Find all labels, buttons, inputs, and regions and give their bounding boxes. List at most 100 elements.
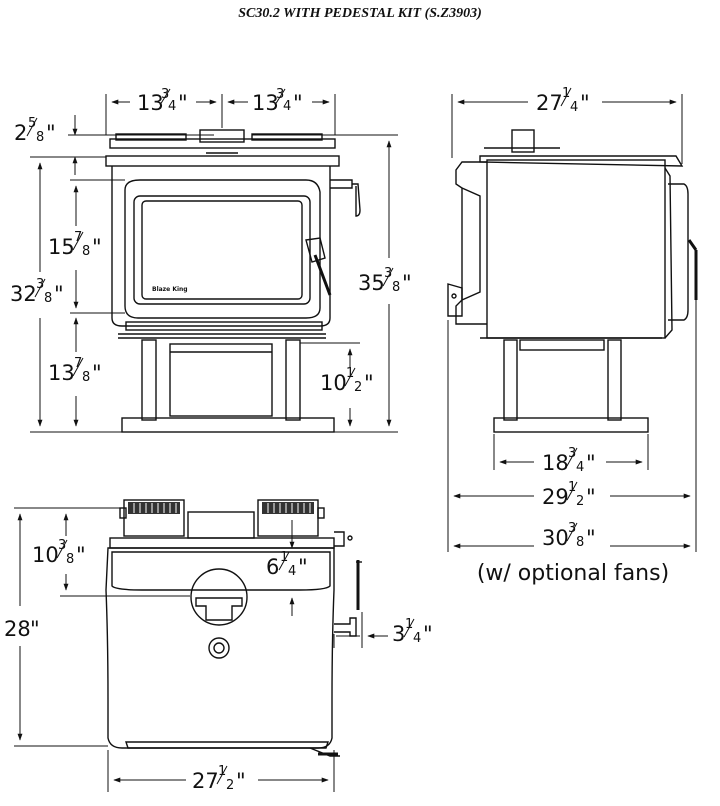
top-view	[105, 499, 362, 757]
svg-text:18: 18	[542, 451, 569, 475]
side-flue-collar	[511, 129, 535, 153]
top-air-knob	[208, 637, 230, 659]
svg-text:4: 4	[413, 631, 421, 646]
side-rear-bracket	[447, 283, 463, 317]
svg-text:2: 2	[226, 778, 234, 793]
top-flue-collar-rear	[187, 511, 255, 539]
svg-text:": "	[54, 282, 64, 306]
side-pedestal-base	[493, 417, 649, 433]
dim-label-side-depth-with-fans: 30 3 8 "	[542, 521, 596, 550]
svg-text:13: 13	[252, 91, 279, 115]
front-flue-collar	[199, 129, 245, 143]
svg-text:35: 35	[358, 271, 385, 295]
front-air-control	[330, 179, 353, 189]
svg-text:32: 32	[10, 282, 37, 306]
front-door-glass-outer	[133, 195, 311, 305]
svg-text:": "	[423, 622, 433, 646]
svg-text:2: 2	[576, 494, 584, 509]
svg-text:2: 2	[14, 121, 27, 145]
top-fan-grilles	[128, 502, 314, 514]
fraction-bars	[26, 87, 578, 785]
dim-label-front-left-half-width: 13 3 4 "	[137, 87, 188, 115]
svg-text:4: 4	[576, 460, 584, 475]
svg-text:": "	[580, 91, 590, 115]
svg-text:29: 29	[542, 485, 569, 509]
svg-text:3: 3	[58, 538, 66, 553]
svg-text:7: 7	[74, 230, 82, 245]
dim-label-front-right-half-width: 13 3 4 "	[252, 87, 303, 115]
svg-text:4: 4	[283, 99, 291, 114]
svg-text:1: 1	[568, 480, 576, 495]
dim-label-top-to-flue: 2 5 8 "	[14, 116, 56, 145]
dim-label-overall-height: 35 3 8 "	[358, 266, 412, 295]
dim-label-pedestal-base-depth: 18 3 4 "	[542, 446, 596, 475]
svg-text:10: 10	[32, 543, 59, 567]
dim-label-top-back-to-flue-center: 10 3 8 "	[32, 538, 86, 567]
front-door-glass	[141, 200, 303, 300]
svg-text:": "	[92, 235, 102, 259]
svg-text:8: 8	[36, 130, 44, 145]
dim-label-side-overall-depth: 29 1 2 "	[542, 480, 596, 509]
svg-text:7: 7	[74, 356, 82, 371]
dim-label-side-depth: 27 1 4 "	[536, 86, 590, 115]
svg-text:": "	[30, 617, 40, 641]
svg-text:8: 8	[66, 552, 74, 567]
front-pedestal-right-leg	[285, 339, 301, 421]
side-pedestal-front-leg	[607, 339, 622, 421]
svg-text:15: 15	[48, 235, 75, 259]
side-rear-fan	[455, 161, 487, 325]
svg-text:": "	[402, 271, 412, 295]
svg-text:": "	[76, 543, 86, 567]
front-pedestal-ash-box	[169, 343, 273, 417]
side-door	[668, 183, 689, 321]
svg-text:3: 3	[384, 266, 392, 281]
front-top-plate	[109, 138, 336, 149]
front-ash-lip	[125, 321, 323, 331]
svg-text:": "	[236, 769, 246, 793]
svg-text:": "	[298, 555, 308, 579]
front-right-fan-cap	[251, 133, 323, 141]
svg-text:": "	[586, 451, 596, 475]
svg-text:4: 4	[168, 99, 176, 114]
svg-text:2: 2	[354, 380, 362, 395]
diagram-title: SC30.2 WITH PEDESTAL KIT (S.Z3903)	[238, 6, 482, 21]
svg-text:1: 1	[405, 617, 413, 632]
dim-label-floor-to-door-bottom: 13 7 8 "	[48, 356, 102, 385]
front-door-handle	[305, 237, 326, 263]
top-dimension-lines	[14, 507, 388, 792]
front-door-frame	[124, 179, 321, 319]
side-body	[486, 159, 666, 339]
top-flue-outlet	[190, 568, 248, 626]
front-body	[111, 166, 331, 327]
side-pedestal-rear-leg	[503, 339, 518, 421]
svg-text:1: 1	[346, 366, 354, 381]
front-pedestal-left-leg	[141, 339, 157, 421]
svg-text:": "	[46, 121, 56, 145]
svg-text:8: 8	[82, 370, 90, 385]
svg-text:3: 3	[392, 622, 405, 646]
svg-text:": "	[178, 91, 188, 115]
svg-text:": "	[586, 485, 596, 509]
svg-text:8: 8	[392, 280, 400, 295]
dim-label-top-view-depth: 28 "	[4, 617, 40, 641]
svg-text:3: 3	[161, 87, 169, 102]
svg-text:13: 13	[48, 361, 75, 385]
svg-text:30: 30	[542, 526, 569, 550]
front-dimension-lines	[30, 94, 398, 433]
svg-text:4: 4	[288, 564, 296, 579]
dim-label-pedestal-height: 10 1 2 "	[320, 366, 374, 395]
dim-label-handle-projection: 3 1 4 "	[392, 617, 433, 646]
svg-text:": "	[92, 361, 102, 385]
svg-text:10: 10	[320, 371, 347, 395]
front-view	[105, 129, 361, 433]
svg-text:28: 28	[4, 617, 31, 641]
svg-text:3: 3	[568, 521, 576, 536]
front-brand-logo: Blaze King	[152, 286, 188, 293]
side-front-face	[664, 167, 673, 339]
side-dimension-lines	[447, 94, 697, 552]
svg-text:": "	[293, 91, 303, 115]
svg-text:3: 3	[36, 277, 44, 292]
svg-text:13: 13	[137, 91, 164, 115]
svg-text:3: 3	[568, 446, 576, 461]
